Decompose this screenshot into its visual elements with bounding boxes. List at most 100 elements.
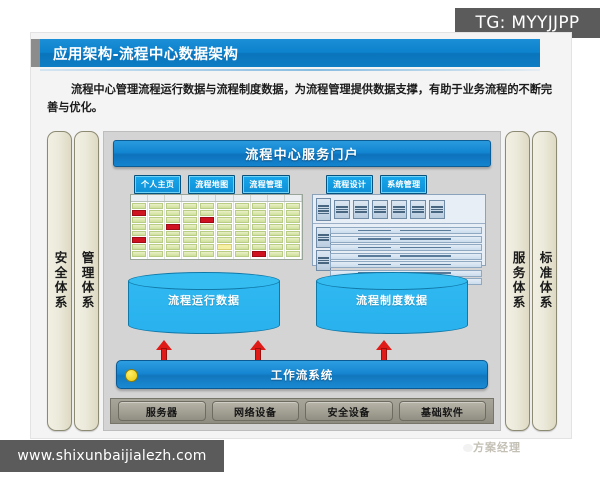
spreadsheet-cell — [166, 251, 181, 257]
wechat-watermark: 方案经理 — [455, 439, 521, 455]
spreadsheet-header-cell — [165, 195, 183, 201]
spreadsheet-cell — [166, 209, 181, 216]
spreadsheet-header-cell — [131, 195, 149, 201]
infra-server[interactable]: 服务器 — [118, 401, 206, 421]
spreadsheet-cell — [132, 251, 147, 257]
mini-app-toolbar-icon — [353, 200, 369, 219]
infra-security-device[interactable]: 安全设备 — [305, 401, 393, 421]
side-bar-management-label: 管理体系 — [79, 251, 95, 311]
wechat-icon — [455, 441, 473, 453]
mini-app-side-icon — [316, 198, 331, 221]
infrastructure-row: 服务器 网络设备 安全设备 基础软件 — [110, 398, 494, 424]
spreadsheet-cell — [268, 237, 283, 244]
spreadsheet-cell — [285, 251, 300, 257]
spreadsheet-cell — [251, 237, 266, 244]
spreadsheet-header-row — [131, 195, 302, 202]
side-bar-security: 安全体系 — [47, 131, 72, 431]
cylinder-label-policy: 流程制度数据 — [356, 294, 428, 307]
infra-network-device[interactable]: 网络设备 — [211, 401, 299, 421]
spreadsheet-cell — [251, 209, 266, 216]
title-underline-divider — [40, 69, 540, 71]
spreadsheet-cell — [251, 203, 266, 209]
spreadsheet-cell — [132, 223, 147, 230]
portal-header-bar: 流程中心服务门户 — [113, 140, 491, 167]
spreadsheet-cell — [268, 244, 283, 251]
spreadsheet-cell — [183, 237, 198, 244]
side-bar-security-label: 安全体系 — [52, 251, 68, 311]
mini-app-toolbar-icon — [429, 200, 445, 219]
url-watermark-badge: www.shixunbaijialezh.com — [0, 440, 224, 472]
spreadsheet-cell — [166, 237, 181, 244]
tab-process-design[interactable]: 流程设计 — [326, 175, 374, 194]
spreadsheet-cell — [285, 237, 300, 244]
side-bar-standard: 标准体系 — [532, 131, 557, 431]
spreadsheet-cell — [166, 244, 181, 251]
spreadsheet-cell — [132, 209, 147, 216]
cylinder-label-runtime: 流程运行数据 — [168, 294, 240, 307]
spreadsheet-cell — [234, 203, 249, 209]
spreadsheet-cell — [200, 209, 215, 216]
mini-app-sidebar — [316, 227, 331, 285]
spreadsheet-cell — [234, 230, 249, 237]
portal-title: 流程中心服务门户 — [245, 148, 359, 163]
tab-process-map[interactable]: 流程地图 — [188, 175, 236, 194]
portal-tabs-left: 个人主页 流程地图 流程管理 — [134, 175, 290, 194]
spreadsheet-cell — [166, 223, 181, 230]
mini-app-row — [330, 261, 482, 268]
mini-application-mock — [312, 194, 486, 285]
spreadsheet-cell — [217, 223, 232, 230]
url-watermark-text: www.shixunbaijialezh.com — [17, 448, 207, 464]
spreadsheet-cell — [149, 230, 164, 237]
spreadsheet-column — [285, 202, 302, 259]
mini-app-row — [330, 252, 482, 260]
spreadsheet-mock — [130, 194, 303, 260]
slide-title-bar: 应用架构-流程中心数据架构 — [31, 39, 540, 67]
spreadsheet-cell — [285, 203, 300, 209]
spreadsheet-cell — [200, 244, 215, 251]
spreadsheet-cell — [285, 209, 300, 216]
spreadsheet-cell — [166, 230, 181, 237]
spreadsheet-cell — [268, 230, 283, 237]
mini-app-toolbar-icon — [410, 200, 426, 219]
spreadsheet-cell — [217, 237, 232, 244]
spreadsheet-cell — [149, 251, 164, 257]
center-panel: 流程中心服务门户 个人主页 流程地图 流程管理 流程设计 系统管理 — [103, 131, 501, 431]
portal-tabs-right: 流程设计 系统管理 — [326, 175, 428, 194]
spreadsheet-cell — [285, 223, 300, 230]
page-title: 应用架构-流程中心数据架构 — [53, 46, 239, 63]
mini-app-toolbar-icon — [372, 200, 388, 219]
spreadsheet-header-cell — [182, 195, 200, 201]
spreadsheet-column — [216, 202, 234, 259]
mini-app-toolbar-icon — [334, 200, 350, 219]
workflow-system-bar: 工作流系统 — [116, 360, 488, 389]
status-dot-icon — [125, 369, 138, 382]
spreadsheet-cell — [149, 203, 164, 209]
spreadsheet-cell — [132, 230, 147, 237]
tab-process-management[interactable]: 流程管理 — [242, 175, 290, 194]
infra-basic-software[interactable]: 基础软件 — [398, 401, 486, 421]
workflow-system-label: 工作流系统 — [270, 367, 334, 382]
spreadsheet-cell — [234, 216, 249, 223]
spreadsheet-cell — [166, 216, 181, 223]
spreadsheet-cell — [149, 209, 164, 216]
spreadsheet-cell — [217, 209, 232, 216]
spreadsheet-cell — [217, 216, 232, 223]
side-bar-service: 服务体系 — [505, 131, 530, 431]
spreadsheet-cell — [183, 216, 198, 223]
spreadsheet-column — [165, 202, 183, 259]
spreadsheet-cell — [183, 251, 198, 257]
spreadsheet-cell — [234, 251, 249, 257]
tab-personal-homepage[interactable]: 个人主页 — [134, 175, 182, 194]
spreadsheet-cell — [217, 230, 232, 237]
spreadsheet-cell — [183, 209, 198, 216]
spreadsheet-cell — [217, 251, 232, 257]
wechat-watermark-text: 方案经理 — [473, 441, 521, 454]
spreadsheet-header-cell — [268, 195, 285, 201]
spreadsheet-cell — [200, 237, 215, 244]
spreadsheet-cell — [268, 223, 283, 230]
spreadsheet-column — [199, 202, 217, 259]
spreadsheet-cell — [183, 244, 198, 251]
tg-watermark-text: TG: MYYJJPP — [475, 13, 580, 33]
tab-system-management[interactable]: 系统管理 — [380, 175, 428, 194]
spreadsheet-header-cell — [216, 195, 234, 201]
